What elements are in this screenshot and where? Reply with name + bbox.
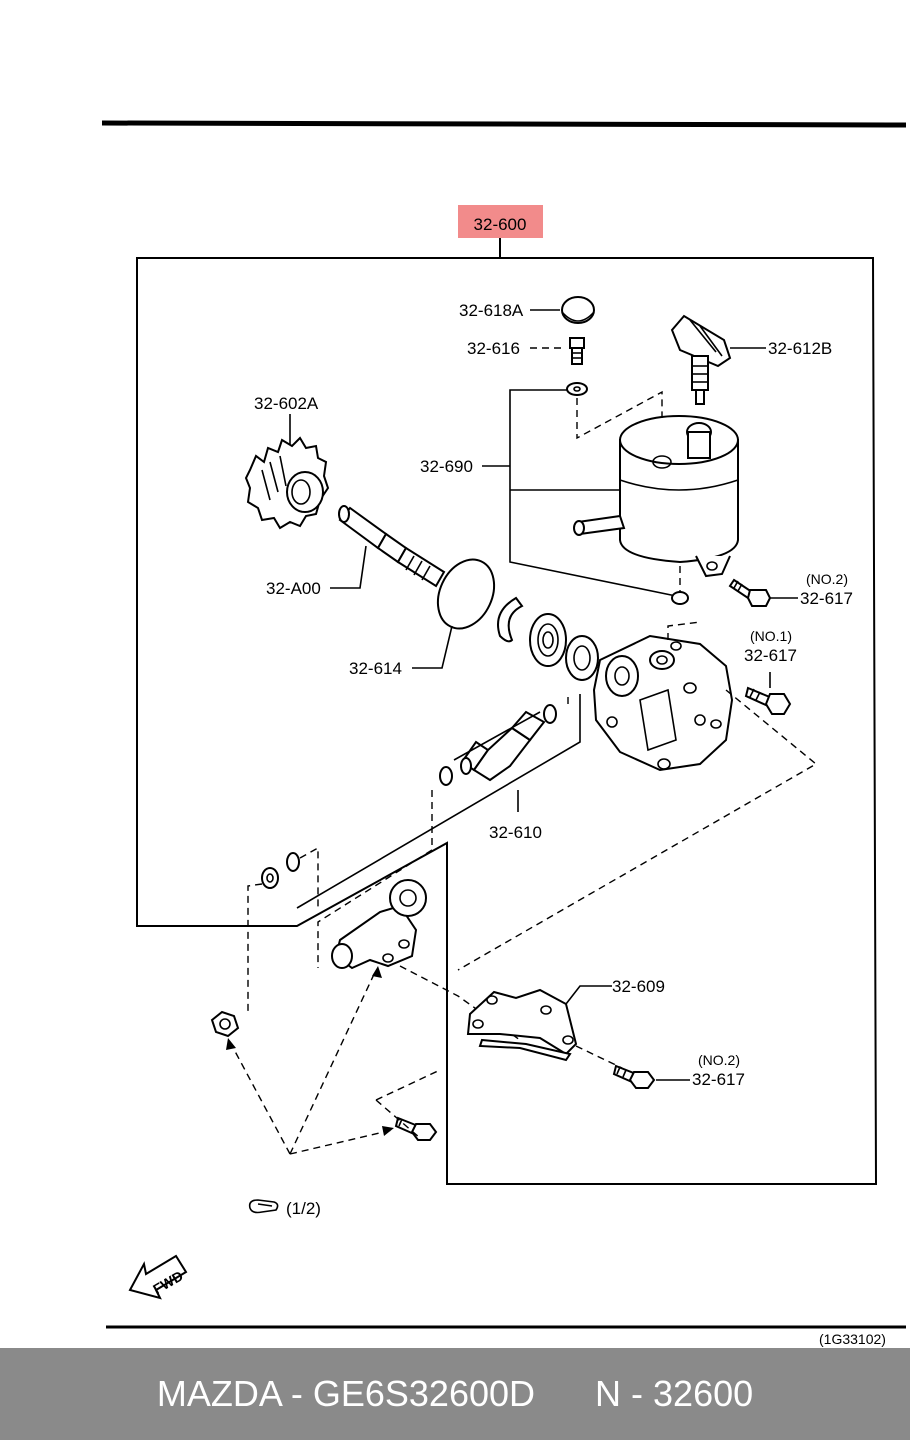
bolt-617-top-part [728, 578, 772, 607]
label-32-617-bot[interactable]: 32-617 [692, 1070, 745, 1089]
seal-part [565, 635, 599, 681]
footer-number: N - 32600 [595, 1373, 754, 1414]
footer-brand: MAZDA - GE6S32600D [156, 1373, 536, 1414]
footer-gap [535, 1373, 595, 1415]
label-32-602a[interactable]: 32-602A [254, 394, 319, 413]
bolt-lower-part [394, 1116, 438, 1141]
bolt-617-bot-part [612, 1064, 656, 1089]
label-32-610[interactable]: 32-610 [489, 823, 542, 842]
hand-pointer-icon [248, 1199, 279, 1214]
nut-part [210, 1010, 240, 1038]
label-32-690[interactable]: 32-690 [420, 457, 473, 476]
reference-label[interactable]: (1/2) [286, 1199, 321, 1218]
cap-618a-part [561, 296, 595, 324]
label-32-614[interactable]: 32-614 [349, 659, 402, 678]
footer-bar: MAZDA - GE6S32600D N - 32600 [0, 1348, 910, 1440]
pump-body-part [592, 634, 734, 772]
shaft-a00-part [338, 505, 446, 588]
note-no1-mid: (NO.1) [750, 628, 792, 644]
note-no2-bot: (NO.2) [698, 1052, 740, 1068]
label-32-609[interactable]: 32-609 [612, 977, 665, 996]
label-32-617-mid[interactable]: 32-617 [744, 646, 797, 665]
label-32-616[interactable]: 32-616 [467, 339, 520, 358]
bolt-616-part [569, 337, 585, 365]
cap-612b-part [670, 314, 732, 405]
label-32-618a[interactable]: 32-618A [459, 301, 524, 320]
bolt-617-mid-part [744, 686, 792, 715]
note-no2-top: (NO.2) [806, 571, 848, 587]
reservoir-690-part [573, 415, 739, 578]
gear-602a-part [244, 436, 330, 530]
bracket-block-part [331, 879, 427, 970]
fwd-arrow-icon: FWD [128, 1254, 188, 1300]
label-32-a00[interactable]: 32-A00 [266, 579, 321, 598]
snap-ring-part [497, 596, 524, 643]
top-rule [101, 120, 907, 128]
bracket-609-part [466, 988, 578, 1062]
main-part-number[interactable]: 32-600 [474, 215, 527, 234]
oring-614-part [436, 558, 496, 630]
label-32-617-top[interactable]: 32-617 [800, 589, 853, 608]
parts-diagram: 32-600 32-618A 32-616 32-612B [101, 120, 907, 1347]
bearing-part [529, 613, 567, 667]
fitting-610-part [460, 710, 546, 782]
diagram-code: (1G33102) [819, 1331, 886, 1347]
main-part-highlight [458, 205, 543, 238]
assembly-outline [136, 257, 878, 1185]
label-32-612b[interactable]: 32-612B [768, 339, 832, 358]
